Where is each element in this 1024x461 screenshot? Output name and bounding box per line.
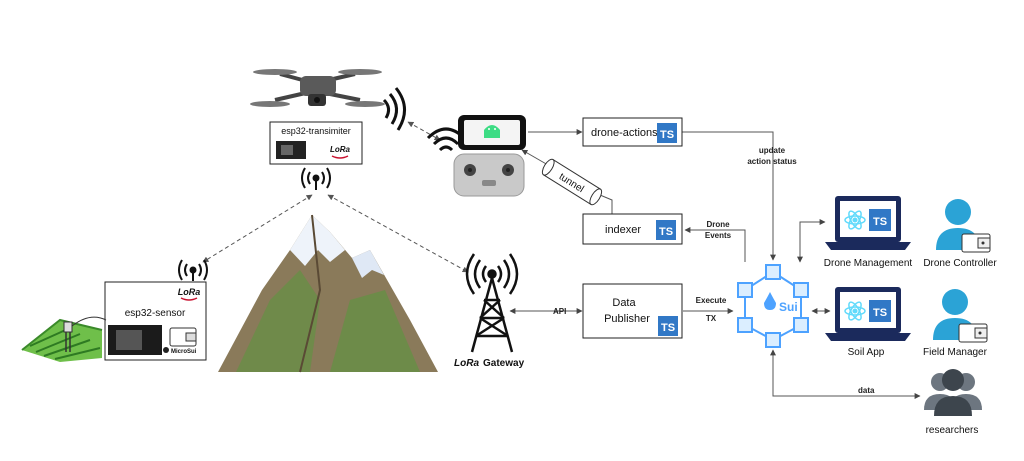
connectors — [202, 121, 921, 399]
ts-icon — [657, 123, 677, 143]
data-publisher-node: Data Publisher TS — [582, 283, 683, 339]
edge-label-data: data — [858, 386, 875, 395]
ts-icon-text: TS — [873, 216, 887, 228]
edge-label-events: Events — [705, 231, 732, 240]
gateway-lora-logo: LoRa — [454, 358, 479, 369]
react-icon — [844, 301, 866, 321]
sui-node — [793, 317, 809, 333]
drone-management-label: Drone Management — [824, 258, 913, 269]
microsui-label: MicroSui — [171, 349, 197, 355]
drone-controller-label: Drone Controller — [923, 258, 997, 269]
sui-node — [737, 282, 753, 298]
indexer-label: indexer — [605, 224, 641, 236]
edge-label-update: update — [759, 146, 786, 155]
edge-label-execute: Execute — [696, 296, 727, 305]
phone-icon — [458, 115, 526, 150]
esp32-sensor-label: esp32-sensor — [125, 308, 186, 319]
field-crops-icon — [21, 316, 107, 362]
gateway-label: Gateway — [483, 358, 525, 369]
edge-label-action-status: action status — [747, 157, 797, 166]
ts-icon — [869, 209, 891, 231]
drone-actions-node: drone-actions TS — [582, 117, 683, 147]
soil-app-laptop: TS — [825, 287, 911, 341]
edge-label-drone: Drone — [706, 220, 730, 229]
antenna-icon-sensor — [178, 259, 208, 281]
link-drone-actions-sui — [682, 131, 776, 261]
android-icon — [484, 125, 500, 138]
link-sui-drone-management — [797, 219, 826, 263]
sui-label: Sui — [779, 300, 798, 314]
mountain-icon — [218, 214, 438, 373]
drone-icon — [250, 69, 385, 107]
data-publisher-label-2: Publisher — [604, 313, 650, 325]
lora-logo-sensor: LoRa — [178, 287, 201, 297]
field-manager-label: Field Manager — [923, 347, 988, 358]
drone-actions-label: drone-actions — [591, 127, 658, 139]
link-sui-researchers — [770, 349, 921, 399]
microsui-logo-icon — [163, 347, 169, 353]
signal-icon-drone — [382, 87, 406, 131]
ts-icon — [869, 300, 891, 322]
react-icon — [844, 210, 866, 230]
drone-management-laptop: TS — [825, 196, 911, 250]
esp32-sensor-node: LoRa esp32-sensor MicroSui — [104, 281, 207, 361]
sui-node — [793, 282, 809, 298]
remote-controller-icon — [453, 153, 525, 197]
antenna-icon-transmitter — [301, 167, 331, 190]
ts-icon-text: TS — [873, 307, 887, 319]
esp32-transmitter-label: esp32-transimiter — [281, 126, 351, 136]
data-publisher-label-1: Data — [612, 297, 636, 309]
person-icon-field-manager — [933, 289, 988, 343]
person-icon-drone-controller — [936, 199, 991, 253]
ts-icon — [656, 220, 676, 240]
esp32-transmitter-node: esp32-transimiter LoRa — [269, 121, 363, 165]
sui-node — [765, 332, 781, 348]
sui-node — [737, 317, 753, 333]
edge-label-tx: TX — [706, 314, 717, 323]
researchers-label: researchers — [926, 425, 979, 436]
ts-icon-text: TS — [659, 226, 673, 238]
soil-app-label: Soil App — [848, 347, 885, 358]
gateway-tower-icon — [465, 253, 519, 353]
soil-sensor-icon — [63, 321, 73, 333]
sui-logo-icon — [764, 292, 776, 310]
tunnel-connector: tunnel — [541, 158, 603, 206]
ts-icon — [658, 316, 678, 336]
link-sui-indexer — [684, 227, 746, 262]
link-tunnel-phone — [521, 149, 549, 166]
lora-logo-transmitter: LoRa — [330, 145, 351, 154]
ts-icon-text: TS — [661, 322, 675, 334]
link-indexer-tunnel — [599, 194, 613, 214]
sui-node — [765, 264, 781, 280]
link-transmitter-gateway — [327, 194, 469, 273]
wallet-icon — [961, 233, 991, 253]
wallet-icon — [958, 323, 988, 343]
edge-label-api: API — [553, 307, 566, 316]
indexer-node: indexer TS — [582, 213, 683, 245]
ts-icon-text: TS — [660, 129, 674, 141]
link-transmitter-controller — [407, 121, 441, 141]
link-transmitter-sensor — [202, 194, 313, 263]
sui-network-icon — [737, 264, 809, 348]
researchers-group-icon — [924, 369, 982, 416]
